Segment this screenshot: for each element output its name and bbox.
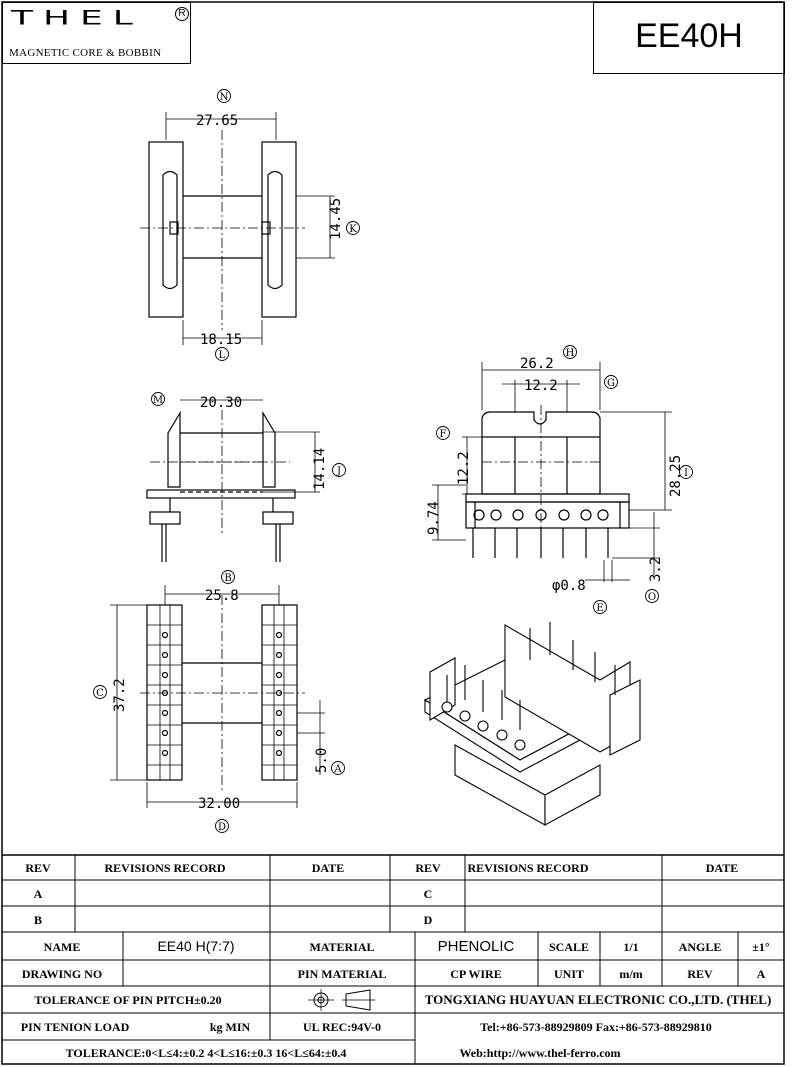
rev-b: B [34,913,42,927]
name-value: EE40 H(7:7) [157,938,234,954]
label-M: M [153,395,163,406]
th-date-1: DATE [312,861,344,875]
top-view [140,112,335,345]
pin-material-label: PIN MATERIAL [298,967,387,981]
th-rev-2: REV [415,861,441,875]
ul-rec: UL REC:94V-0 [303,1020,381,1034]
label-J: J [336,466,341,477]
rev-label: REV [687,967,713,981]
outer-frame [1,1,785,1065]
website: Web:http://www.thel-ferro.com [459,1046,620,1060]
tolerance-pin-pitch: TOLERANCE OF PIN PITCH±0.20 [34,993,221,1007]
angle-value: ±1° [752,940,770,954]
label-K: K [349,224,357,235]
drawing-no-label: DRAWING NO [22,967,102,981]
dim-pin-diameter: φ0.8 [552,578,586,594]
dim-L: 18.15 [200,332,242,348]
unit-label: UNIT [554,967,584,981]
label-B: B [224,573,231,584]
bottom-view [110,585,325,808]
label-D: D [218,822,226,833]
label-A: A [333,764,342,775]
kg-min-label: kg MIN [210,1020,251,1034]
iso-pins [441,622,616,751]
pin-material-value: CP WIRE [450,967,501,981]
th-revisions-record-1: REVISIONS RECORD [104,861,225,875]
label-L: L [219,350,226,361]
dim-F: 12.2 [456,451,472,485]
th-revisions-record-2: REVISIONS RECORD [467,861,588,875]
dim-G: 12.2 [524,378,558,394]
tel-fax: Tel:+86-573-88929809 Fax:+86-573-8892981… [480,1020,712,1034]
material-label: MATERIAL [309,940,374,954]
front-view [432,362,672,582]
dim-J: 14.14 [312,448,328,490]
scale-value: 1/1 [623,940,638,954]
material-value: PHENOLIC [438,938,515,955]
dim-H: 26.2 [520,356,554,372]
dim-pitch-block: 9.74 [426,501,442,535]
dim-K: 14.45 [328,198,344,240]
label-C: C [96,688,104,699]
label-E: E [596,603,603,614]
th-date-2: DATE [706,861,738,875]
th-rev-1: REV [25,861,51,875]
side-view [146,399,320,562]
label-I: I [684,468,688,479]
dim-pin-length: 3.2 [648,557,664,582]
isometric-view [423,622,641,826]
part-number: EE40H [635,17,743,55]
dim-B: 25.8 [205,588,239,604]
title-block-grid [2,855,784,1064]
dim-D: 32.00 [198,796,240,812]
tolerance-table: TOLERANCE:0<L≤4:±0.2 4<L≤16:±0.3 16<L≤64… [66,1046,347,1060]
rev-value: A [757,967,766,981]
part-number-box: EE40H [593,2,785,74]
angle-label: ANGLE [679,940,722,954]
rev-c: C [424,887,433,901]
label-N: N [220,92,229,103]
label-H: H [566,348,575,359]
dim-I: 28.25 [668,455,684,497]
logo-subtitle: MAGNETIC CORE & BOBBIN [9,47,162,59]
dim-M: 20.30 [200,395,242,411]
unit-value: m/m [619,967,642,981]
name-label: NAME [44,940,81,954]
pin-tension-label: PIN TENION LOAD [21,1020,130,1034]
dim-A: 5.0 [314,748,330,773]
dim-C: 37.2 [112,678,128,712]
pin-row [472,509,609,558]
dim-N: 27.65 [196,113,238,129]
rev-a: A [34,887,43,901]
rev-d: D [424,913,433,927]
label-F: F [440,429,447,440]
company-name: TONGXIANG HUAYUAN ELECTRONIC CO.,LTD. (T… [425,992,772,1007]
label-O: O [648,592,656,603]
label-G: G [607,378,615,389]
registered-mark: R [175,7,189,21]
logo-wordmark: THEL [11,7,143,30]
scale-label: SCALE [549,940,589,954]
company-logo: THEL R MAGNETIC CORE & BOBBIN [2,2,191,64]
pin-holes [161,631,283,757]
